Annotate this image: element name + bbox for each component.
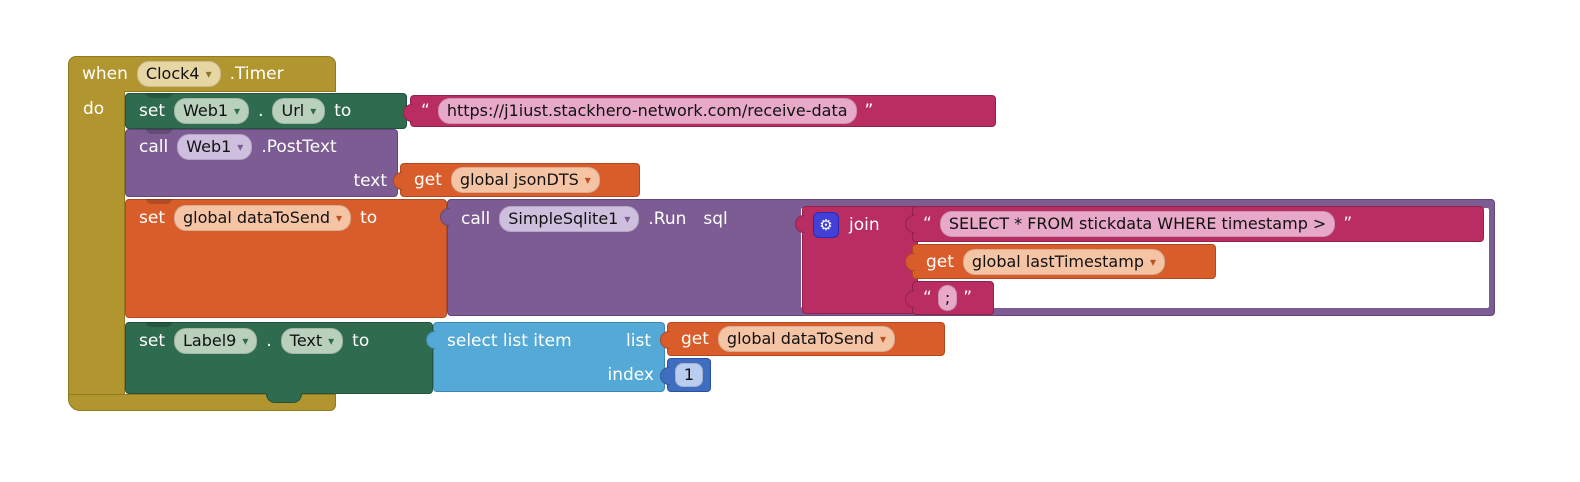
chevron-down-icon: ▾: [205, 67, 212, 81]
property-dropdown-label: Url: [281, 101, 305, 120]
stack-notch: [146, 322, 172, 327]
to-label: to: [334, 101, 352, 121]
get-global-datatosend-block[interactable]: get global dataToSend ▾: [660, 322, 945, 356]
join-label: join: [849, 215, 880, 235]
arg-label-sql: sql: [703, 209, 728, 229]
property-dropdown-label: Text: [289, 331, 323, 350]
set-keyword: set: [139, 331, 165, 351]
to-label: to: [360, 208, 378, 228]
chevron-down-icon: ▾: [336, 211, 343, 225]
arg-label-text: text: [353, 170, 387, 191]
component-dropdown-label: Web1: [186, 137, 232, 156]
close-quote: ”: [1343, 214, 1353, 234]
set-web1-url-block[interactable]: set Web1 ▾ . Url ▾ to: [125, 93, 407, 129]
open-quote: “: [923, 214, 932, 234]
semicolon-string-block[interactable]: “ ; ”: [905, 281, 994, 315]
variable-dropdown-label: global jsonDTS: [459, 170, 579, 189]
when-event-block-left-column[interactable]: do: [68, 91, 125, 394]
component-dropdown-label: Label9: [182, 331, 237, 350]
dot-separator: .: [258, 101, 264, 121]
component-dropdown-label: Clock4: [145, 64, 200, 83]
component-dropdown-label: Web1: [182, 101, 229, 120]
sql-text-field[interactable]: SELECT * FROM stickdata WHERE timestamp …: [939, 211, 1336, 237]
variable-dropdown-lasttimestamp[interactable]: global lastTimestamp ▾: [962, 248, 1166, 275]
mutator-gear-icon[interactable]: ⚙: [813, 212, 839, 238]
component-dropdown-label9[interactable]: Label9 ▾: [173, 328, 258, 354]
get-keyword: get: [414, 170, 442, 190]
method-name-label: .PostText: [261, 137, 337, 157]
chevron-down-icon: ▾: [237, 140, 244, 154]
open-quote: “: [421, 101, 430, 121]
chevron-down-icon: ▾: [242, 334, 249, 348]
dot-separator: .: [266, 331, 272, 351]
component-dropdown-web1[interactable]: Web1 ▾: [173, 98, 250, 124]
method-name-label: .Run: [648, 209, 687, 229]
stack-bump: [266, 393, 302, 403]
set-label9-text-block[interactable]: set Label9 ▾ . Text ▾ to: [125, 322, 433, 394]
do-label: do: [83, 99, 105, 119]
call-keyword: call: [461, 209, 491, 229]
variable-dropdown-jsondts[interactable]: global jsonDTS ▾: [450, 167, 600, 193]
set-global-datatosend-block[interactable]: set global dataToSend ▾ to: [125, 199, 447, 318]
select-list-item-block[interactable]: select list item list index: [426, 322, 665, 392]
when-event-block-header[interactable]: when Clock4 ▾ .Timer: [68, 56, 336, 92]
semicolon-text-field[interactable]: ;: [937, 285, 958, 311]
variable-dropdown-label: global lastTimestamp: [971, 251, 1144, 271]
number-1-block[interactable]: 1: [660, 358, 711, 392]
get-keyword: get: [681, 329, 709, 349]
select-list-item-label: select list item: [447, 330, 572, 351]
chevron-down-icon: ▾: [328, 334, 335, 348]
stack-notch: [146, 93, 172, 98]
list-arg-label: list: [626, 330, 651, 351]
chevron-down-icon: ▾: [234, 104, 241, 118]
property-dropdown-text[interactable]: Text ▾: [280, 328, 344, 354]
event-name-label: .Timer: [229, 64, 284, 84]
join-text-block[interactable]: ⚙ join: [795, 206, 918, 314]
close-quote: ”: [963, 288, 973, 308]
variable-dropdown-datatosend[interactable]: global dataToSend ▾: [173, 205, 352, 231]
property-dropdown-url[interactable]: Url ▾: [272, 98, 326, 124]
to-label: to: [352, 331, 370, 351]
chevron-down-icon: ▾: [584, 173, 591, 187]
get-global-lasttimestamp-block[interactable]: get global lastTimestamp ▾: [905, 244, 1216, 279]
component-dropdown-web1[interactable]: Web1 ▾: [177, 134, 253, 160]
chevron-down-icon: ▾: [310, 104, 317, 118]
call-web1-posttext-block[interactable]: call Web1 ▾ .PostText text: [125, 129, 398, 197]
chevron-down-icon: ▾: [879, 332, 887, 346]
number-field[interactable]: 1: [674, 363, 704, 387]
variable-dropdown-label: global dataToSend: [182, 208, 331, 227]
set-keyword: set: [139, 208, 165, 228]
component-dropdown-clock4[interactable]: Clock4 ▾: [136, 61, 221, 87]
open-quote: “: [923, 288, 932, 308]
component-dropdown-simplesqlite1[interactable]: SimpleSqlite1 ▾: [499, 206, 640, 232]
url-text-string-block[interactable]: “ https://j1iust.stackhero-network.com/r…: [403, 95, 996, 127]
chevron-down-icon: ▾: [624, 212, 631, 226]
sql-select-string-block[interactable]: “ SELECT * FROM stickdata WHERE timestam…: [905, 206, 1484, 242]
set-keyword: set: [139, 101, 165, 121]
component-dropdown-label: SimpleSqlite1: [508, 209, 619, 228]
stack-notch: [146, 129, 172, 134]
url-text-field[interactable]: https://j1iust.stackhero-network.com/rec…: [437, 98, 857, 124]
call-keyword: call: [139, 137, 169, 157]
when-keyword: when: [82, 64, 128, 84]
chevron-down-icon: ▾: [1149, 254, 1157, 269]
close-quote: ”: [864, 101, 874, 121]
variable-dropdown-label: global dataToSend: [726, 329, 874, 348]
variable-dropdown-datatosend[interactable]: global dataToSend ▾: [717, 326, 896, 352]
stack-notch: [146, 199, 172, 204]
index-arg-label: index: [607, 364, 654, 385]
get-keyword: get: [926, 251, 954, 272]
get-global-jsondts-block[interactable]: get global jsonDTS ▾: [393, 163, 640, 197]
